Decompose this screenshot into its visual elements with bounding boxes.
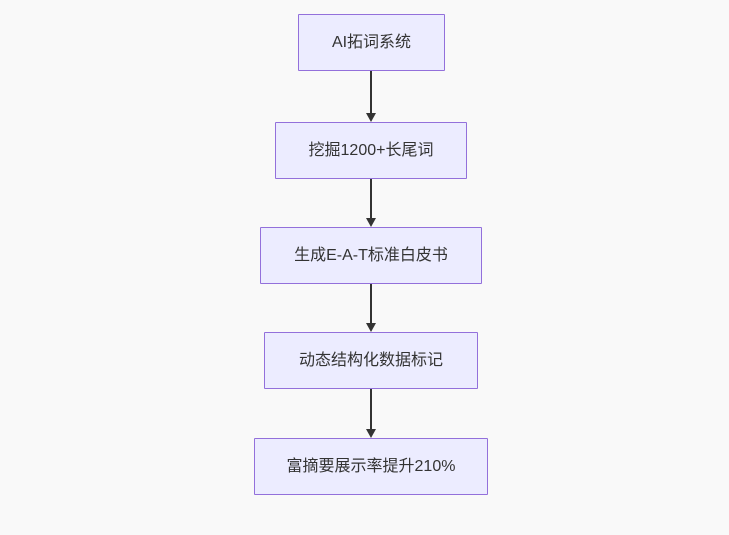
flow-node-longtail-mining: 挖掘1200+长尾词 [275,122,467,179]
flow-node-eat-whitepaper: 生成E-A-T标准白皮书 [260,227,482,284]
flow-node-label: 挖掘1200+长尾词 [308,141,434,159]
flow-node-label: 动态结构化数据标记 [298,351,443,369]
flow-arrow-1 [366,71,376,122]
arrow-line [370,389,372,430]
arrowhead-down-icon [366,323,376,332]
flow-node-label: 生成E-A-T标准白皮书 [294,246,448,264]
arrow-line [370,71,372,114]
flow-arrow-2 [366,179,376,227]
flow-node-rich-snippet-result: 富摘要展示率提升210% [254,438,488,495]
arrow-line [370,179,372,219]
arrowhead-down-icon [366,113,376,122]
flow-node-label: AI拓词系统 [331,33,412,51]
flow-node-label: 富摘要展示率提升210% [286,457,456,475]
flow-node-ai-word-system: AI拓词系统 [298,14,445,71]
arrow-line [370,284,372,324]
flow-node-structured-data: 动态结构化数据标记 [264,332,478,389]
flow-arrow-3 [366,284,376,332]
arrowhead-down-icon [366,218,376,227]
flow-arrow-4 [366,389,376,438]
arrowhead-down-icon [366,429,376,438]
